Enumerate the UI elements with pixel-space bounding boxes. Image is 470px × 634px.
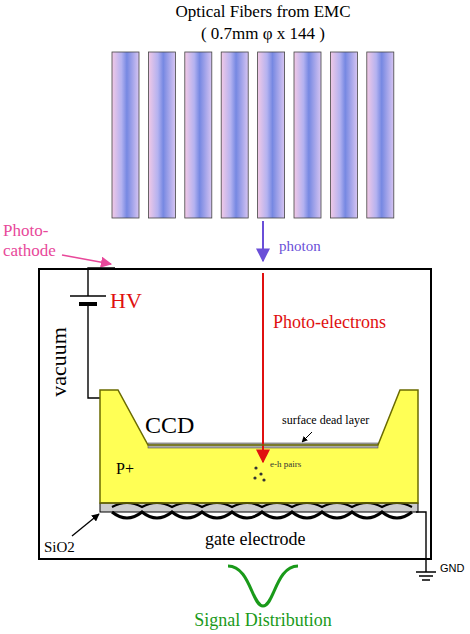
optical-fibers [112, 52, 394, 218]
ccd-outline [100, 390, 418, 503]
ccd-sensor: CCD P+ e-h pairs [100, 390, 418, 503]
battery-plate [79, 302, 97, 306]
voltage-label: HV [110, 288, 142, 313]
ccd-label: CCD [145, 412, 194, 440]
ground-wire [416, 512, 426, 572]
ccd-outline [100, 390, 418, 503]
photoelectron-label: Photo-electrons [273, 312, 386, 333]
fiber [185, 52, 212, 218]
fiber-spec: ( 0.7mm φ x 144 ) [201, 24, 325, 44]
signal-distribution-curve [228, 566, 298, 606]
photocathode-pointer [62, 255, 111, 264]
fiber [258, 52, 285, 218]
photon-arrow [262, 221, 264, 261]
hv-wire [88, 268, 115, 398]
sio2-layer [100, 503, 418, 512]
charge-dot [259, 472, 262, 475]
charge-dot [262, 478, 265, 481]
vacuum-chamber: vacuumCCD P+ e-h pairs [38, 268, 432, 560]
fiber-title: Optical Fibers from EMC [175, 2, 350, 22]
layer-label: SiO2 [44, 539, 75, 556]
charge-label: e-h pairs [270, 459, 301, 469]
ground-label: GND [440, 562, 464, 575]
electrode-label: gate electrode [205, 529, 305, 550]
charge-dot [253, 476, 256, 479]
fiber [221, 52, 248, 218]
charge-dot [254, 466, 257, 469]
fiber [112, 52, 139, 218]
photoelectron-arrow [262, 273, 264, 462]
fiber [330, 52, 357, 218]
dead-layer-pointer [302, 432, 312, 442]
photocathode-label: Photo- cathode [3, 221, 56, 260]
chamber-label: vacuum [46, 327, 71, 397]
fiber [294, 52, 321, 218]
ground-symbol [416, 572, 436, 580]
eh-pair-cluster [253, 466, 265, 481]
fiber [367, 52, 394, 218]
doping-label: P+ [116, 460, 134, 478]
battery-plate [70, 295, 106, 297]
photon-label: photon [279, 238, 321, 255]
ccd-body [100, 390, 418, 503]
signal-label: Signal Distribution [194, 610, 332, 631]
dead-layer-label: surface dead layer [282, 414, 369, 428]
fiber [148, 52, 175, 218]
gate-electrodes [112, 512, 412, 518]
sio2-pointer [72, 514, 99, 536]
